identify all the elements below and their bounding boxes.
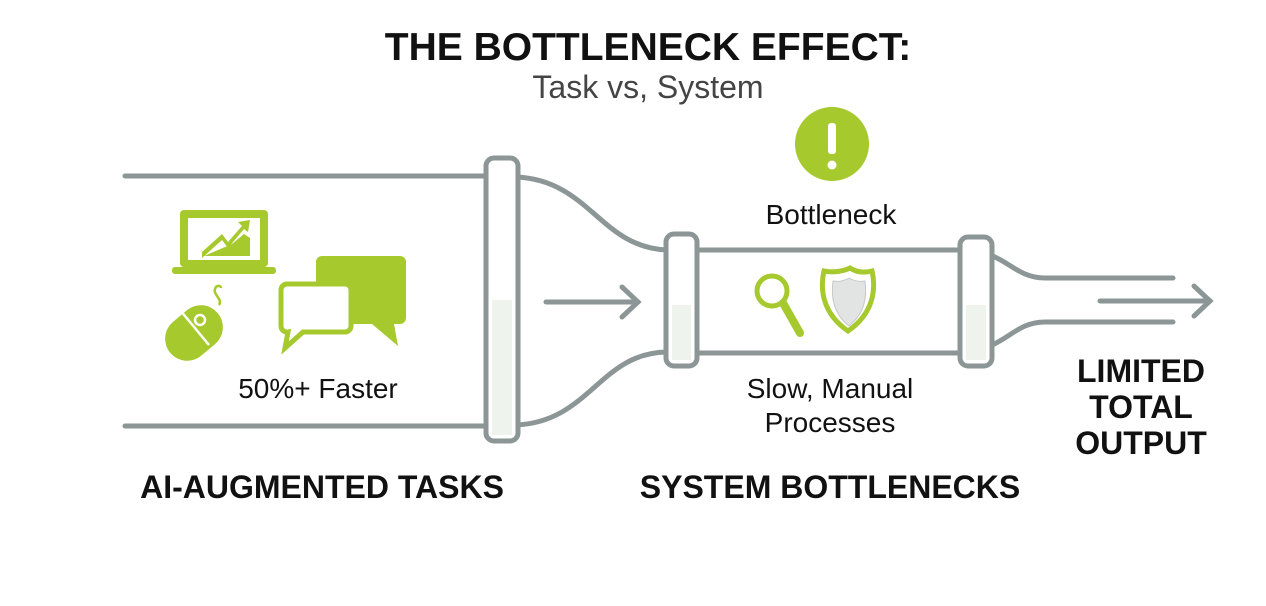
search-icon bbox=[754, 273, 804, 337]
flow-arrow-icon bbox=[543, 284, 642, 320]
chat-bubbles-icon bbox=[278, 256, 406, 355]
shield-icon bbox=[819, 265, 877, 335]
diagram-subtitle: Task vs, System bbox=[532, 69, 763, 105]
narrow-pipe bbox=[692, 247, 965, 356]
funnel bbox=[513, 174, 671, 428]
flange-2-shade bbox=[672, 305, 691, 360]
diagram-title: THE BOTTLENECK EFFECT: bbox=[385, 26, 911, 69]
section-label-bottlenecks: SYSTEM BOTTLENECKS bbox=[640, 469, 1020, 505]
laptop-chart-icon bbox=[172, 210, 276, 274]
flange-3-shade bbox=[966, 305, 986, 360]
flange-1-shade bbox=[492, 300, 512, 435]
wide-pipe bbox=[122, 173, 491, 429]
output-arrow-icon bbox=[1097, 283, 1214, 319]
mouse-icon bbox=[165, 284, 223, 361]
bottleneck-label: Bottleneck bbox=[766, 199, 898, 230]
exit-pipe bbox=[987, 252, 1176, 349]
process-caption-line1: Slow, Manual bbox=[747, 373, 914, 404]
output-label-line2: TOTAL bbox=[1089, 389, 1193, 425]
process-caption-line2: Processes bbox=[765, 407, 896, 438]
alert-icon bbox=[795, 107, 869, 181]
output-label-line1: LIMITED bbox=[1077, 353, 1205, 389]
section-label-tasks: AI-AUGMENTED TASKS bbox=[140, 469, 504, 505]
speed-caption: 50%+ Faster bbox=[238, 373, 398, 404]
output-label-line3: OUTPUT bbox=[1075, 425, 1207, 461]
